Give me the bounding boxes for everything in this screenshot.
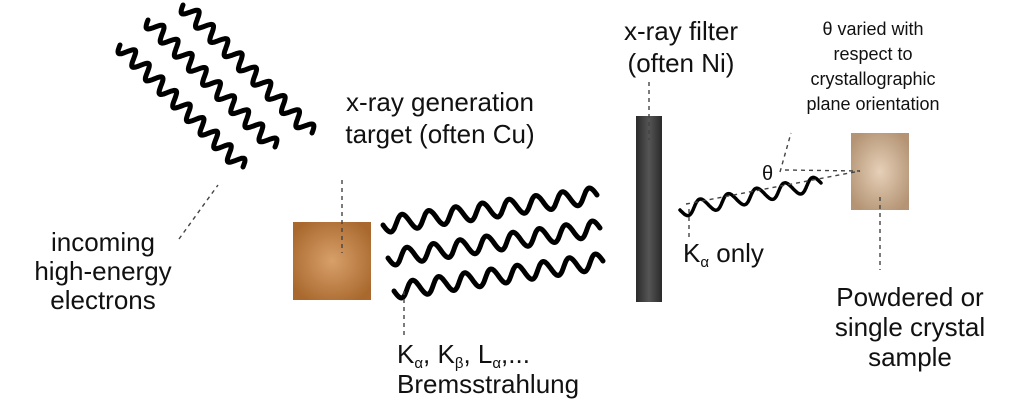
target-block xyxy=(293,222,371,300)
k-alpha-only-rest: only xyxy=(709,238,764,268)
leader-lines xyxy=(178,82,881,336)
emission-l-alpha-sub: α xyxy=(492,355,501,372)
target-line-1: x-ray generation xyxy=(346,87,534,117)
xray-wave-2 xyxy=(385,218,603,268)
emission-label: Kα, Kβ, Lα,... Bremsstrahlung xyxy=(397,339,579,399)
sample-label: Powdered or single crystal sample xyxy=(835,282,985,372)
emission-l-alpha: L xyxy=(478,339,492,369)
electron-wave-2 xyxy=(143,17,280,150)
leader-electrons xyxy=(178,184,219,240)
emitted-xray-waves xyxy=(380,185,606,301)
filter-line-2: (often Ni) xyxy=(628,48,735,78)
emission-line-1: Kα, Kβ, Lα,... xyxy=(397,339,530,372)
incoming-line-3: electrons xyxy=(50,285,156,315)
target-line-2: target (often Cu) xyxy=(345,119,534,149)
filtered-beam-wave xyxy=(678,175,823,218)
filter-line-1: x-ray filter xyxy=(624,16,738,46)
emission-alpha-sub: α xyxy=(414,355,423,372)
theta-note-line-2: respect to xyxy=(833,44,912,64)
theta-note-line-4: plane orientation xyxy=(806,94,939,114)
sample-line-1: Powdered or xyxy=(836,282,984,312)
emission-k-alpha: K xyxy=(397,339,415,369)
target-label: x-ray generation target (often Cu) xyxy=(345,87,534,149)
sample-line-3: sample xyxy=(868,342,952,372)
sample-line-2: single crystal xyxy=(835,312,985,342)
electron-wave-1 xyxy=(115,42,248,170)
theta-note-line-3: crystallographic xyxy=(810,69,935,89)
k-alpha-only-sub: α xyxy=(700,254,709,271)
theta-symbol: θ xyxy=(762,163,773,185)
incoming-line-2: high-energy xyxy=(34,256,171,286)
electron-wave-3 xyxy=(178,2,317,136)
emission-beta-sub: β xyxy=(455,355,464,372)
theta-plane-line xyxy=(784,169,861,172)
xray-wave-1 xyxy=(380,185,600,235)
emission-line-2: Bremsstrahlung xyxy=(397,369,579,399)
theta-incident-line xyxy=(685,170,861,205)
incoming-electron-waves xyxy=(115,2,317,170)
emission-ellipsis: ,... xyxy=(501,339,530,369)
xray-wave-3 xyxy=(391,251,606,301)
theta-note-line-1: θ varied with xyxy=(822,19,923,39)
theta-note: θ varied with respect to crystallographi… xyxy=(806,19,939,114)
filter-label: x-ray filter (often Ni) xyxy=(624,16,738,78)
incoming-line-1: incoming xyxy=(51,227,155,257)
k-alpha-only-label: Kα only xyxy=(683,238,764,271)
filter-bar xyxy=(636,116,662,302)
incoming-electrons-label: incoming high-energy electrons xyxy=(34,227,171,315)
leader-theta-note xyxy=(779,132,792,173)
emission-k-beta: K xyxy=(437,339,455,369)
